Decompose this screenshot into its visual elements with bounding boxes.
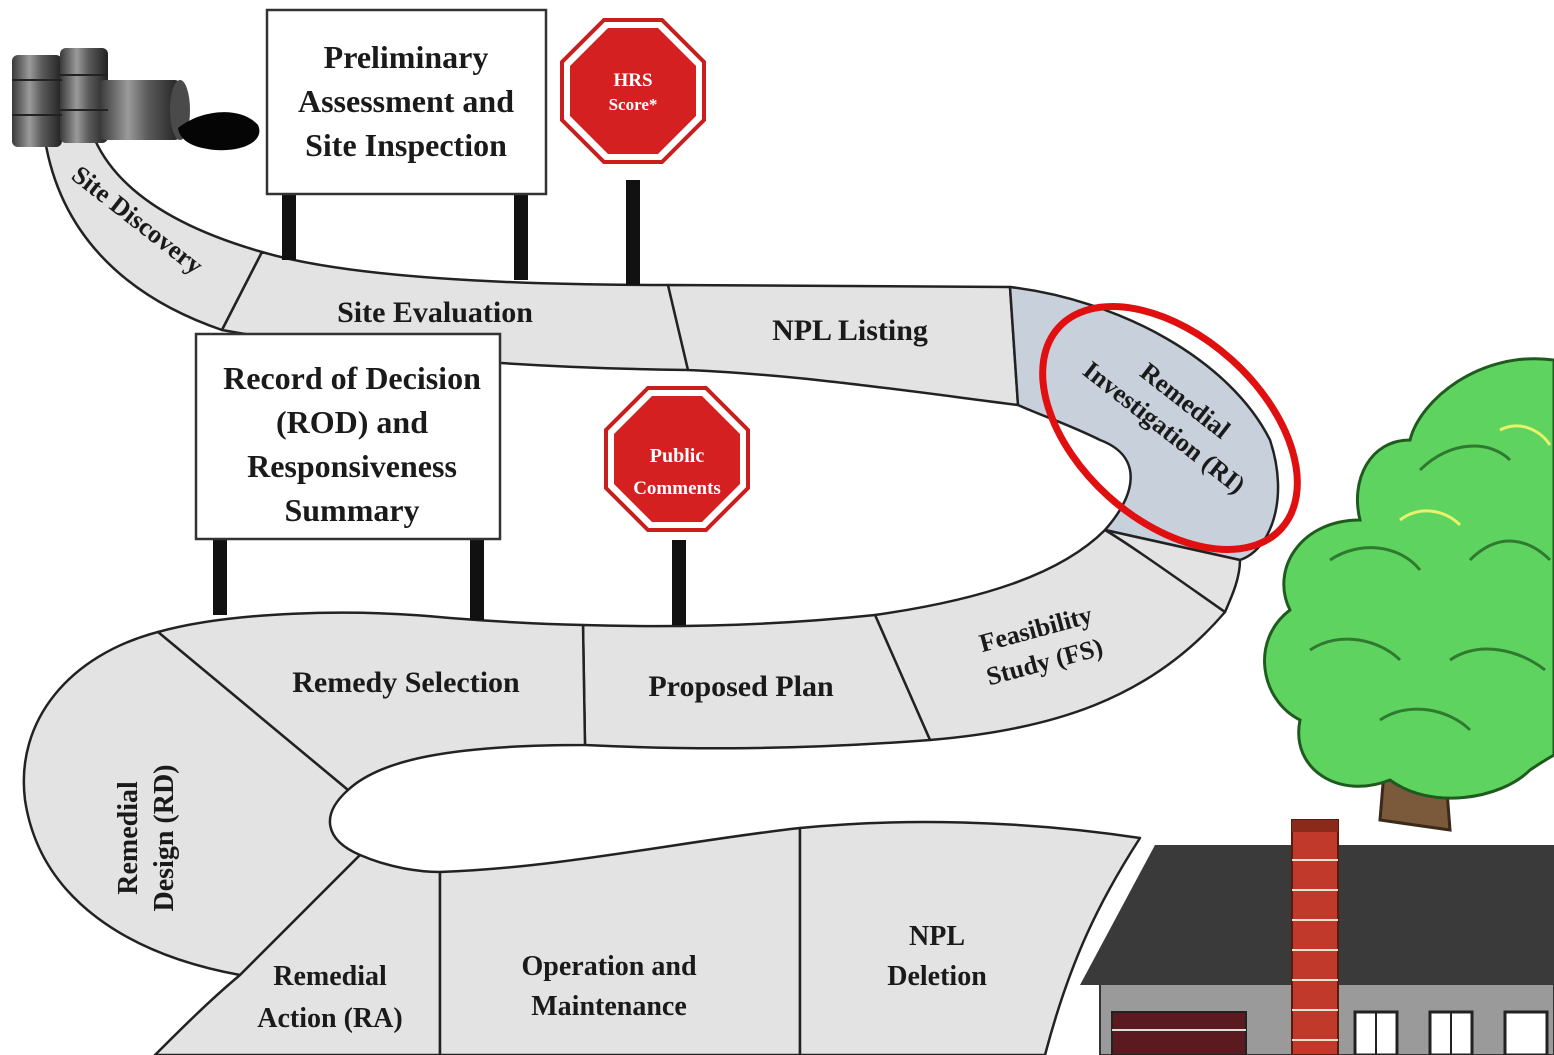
sign-line: Record of Decision — [223, 360, 481, 396]
label-remedy-selection: Remedy Selection — [292, 666, 520, 699]
sign-line: Site Inspection — [305, 127, 507, 163]
tree-icon — [1263, 357, 1554, 832]
segment-remedial-design — [22, 630, 362, 977]
stop-sign-line: HRS — [613, 70, 652, 91]
sign-line: Responsiveness — [247, 448, 457, 484]
segment-operation-maintenance — [438, 826, 802, 1055]
segment-npl-listing — [666, 283, 1020, 407]
sign-line: (ROD) and — [276, 404, 428, 440]
stop-sign-public-comments: Public Comments — [604, 386, 750, 625]
stop-sign-hrs-score: HRS Score* — [560, 18, 706, 285]
label-line: Design (RD) — [149, 765, 180, 912]
house-icon — [1080, 819, 1554, 1055]
label-remedial-design: Remedial Design (RD) — [113, 765, 180, 912]
label-proposed-plan: Proposed Plan — [648, 670, 834, 703]
label-npl-deletion-line1: NPL — [909, 921, 965, 952]
label-line: Remedial — [113, 781, 144, 895]
highlight-ellipse — [1039, 303, 1301, 553]
segment-remedial-action — [153, 853, 442, 1055]
stop-sign-line: Score* — [609, 95, 658, 114]
label-site-evaluation: Site Evaluation — [337, 296, 533, 329]
label-npl-listing: NPL Listing — [772, 314, 928, 347]
sign-line: Assessment and — [298, 83, 514, 119]
sign-line: Preliminary — [324, 39, 489, 75]
stop-sign-line: Comments — [633, 478, 721, 499]
road — [22, 138, 1280, 1055]
sign-preliminary-assessment: Preliminary Assessment and Site Inspecti… — [265, 8, 548, 280]
label-operation-line1: Operation and — [521, 951, 696, 982]
label-npl-deletion-line2: Deletion — [887, 961, 987, 992]
label-operation-line2: Maintenance — [531, 991, 687, 1022]
label-remedial-action-line1: Remedial — [273, 961, 387, 992]
oil-barrels-icon — [12, 48, 260, 151]
label-remedial-action-line2: Action (RA) — [257, 1003, 402, 1034]
segment-remedy-selection — [156, 611, 587, 792]
segment-npl-deletion — [798, 820, 1142, 1055]
sign-line: Summary — [284, 492, 419, 528]
sign-record-of-decision: Record of Decision (ROD) and Responsiven… — [194, 332, 502, 620]
stop-sign-line: Public — [650, 445, 705, 467]
segment-feasibility-study — [873, 528, 1227, 742]
